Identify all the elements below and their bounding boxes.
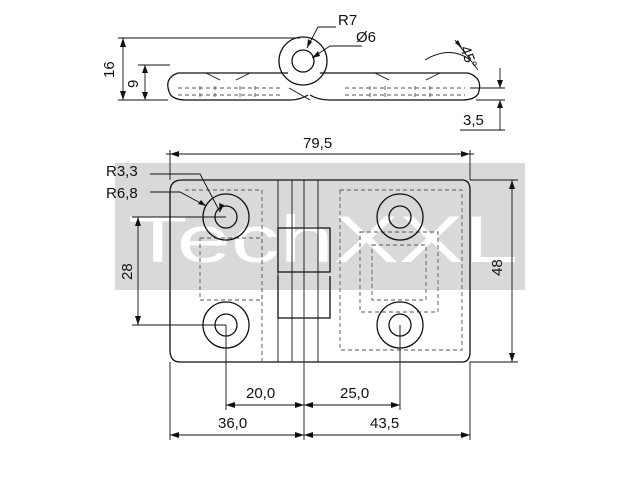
- dim-hole-radius: R3,3: [106, 163, 138, 180]
- dim-hole-offset-left: 20,0: [246, 385, 275, 402]
- dim-pin-diameter: Ø6: [356, 29, 376, 46]
- watermark-text: TechXXL: [128, 202, 518, 276]
- dim-radius-knuckle: R7: [338, 12, 357, 29]
- dim-chamfer-angle: 45°: [456, 44, 480, 71]
- pin: [291, 49, 315, 73]
- dim-height-leaf: 9: [125, 80, 142, 88]
- dim-leaf-width-right: 43,5: [370, 415, 399, 432]
- hinge-outline: [169, 179, 471, 363]
- dim-counterbore-radius: R6,8: [106, 185, 138, 202]
- knuckle-interlock: [277, 227, 331, 319]
- dim-thickness: 3,5: [463, 112, 484, 129]
- side-left-leaf: [167, 72, 309, 101]
- dim-leaf-width-left: 36,0: [218, 415, 247, 432]
- side-right-leaf: [309, 72, 481, 101]
- dim-hole-offset-right: 25,0: [340, 385, 369, 402]
- hole-top-right: [388, 205, 412, 229]
- dim-height-total: 16: [101, 61, 118, 78]
- watermark-background: [115, 163, 525, 290]
- dim-overall-height: 48: [489, 259, 506, 276]
- dim-overall-width: 79,5: [303, 135, 332, 152]
- dim-hole-pitch: 28: [119, 263, 136, 280]
- top-view: 79,5 R3,3 R6,8 28 48 20,0 25,0: [106, 135, 518, 440]
- hole-top-right-counterbore: [376, 193, 424, 241]
- side-view: 16 9 R7 Ø6 45° 3,5: [101, 12, 505, 131]
- knuckle: [278, 36, 328, 86]
